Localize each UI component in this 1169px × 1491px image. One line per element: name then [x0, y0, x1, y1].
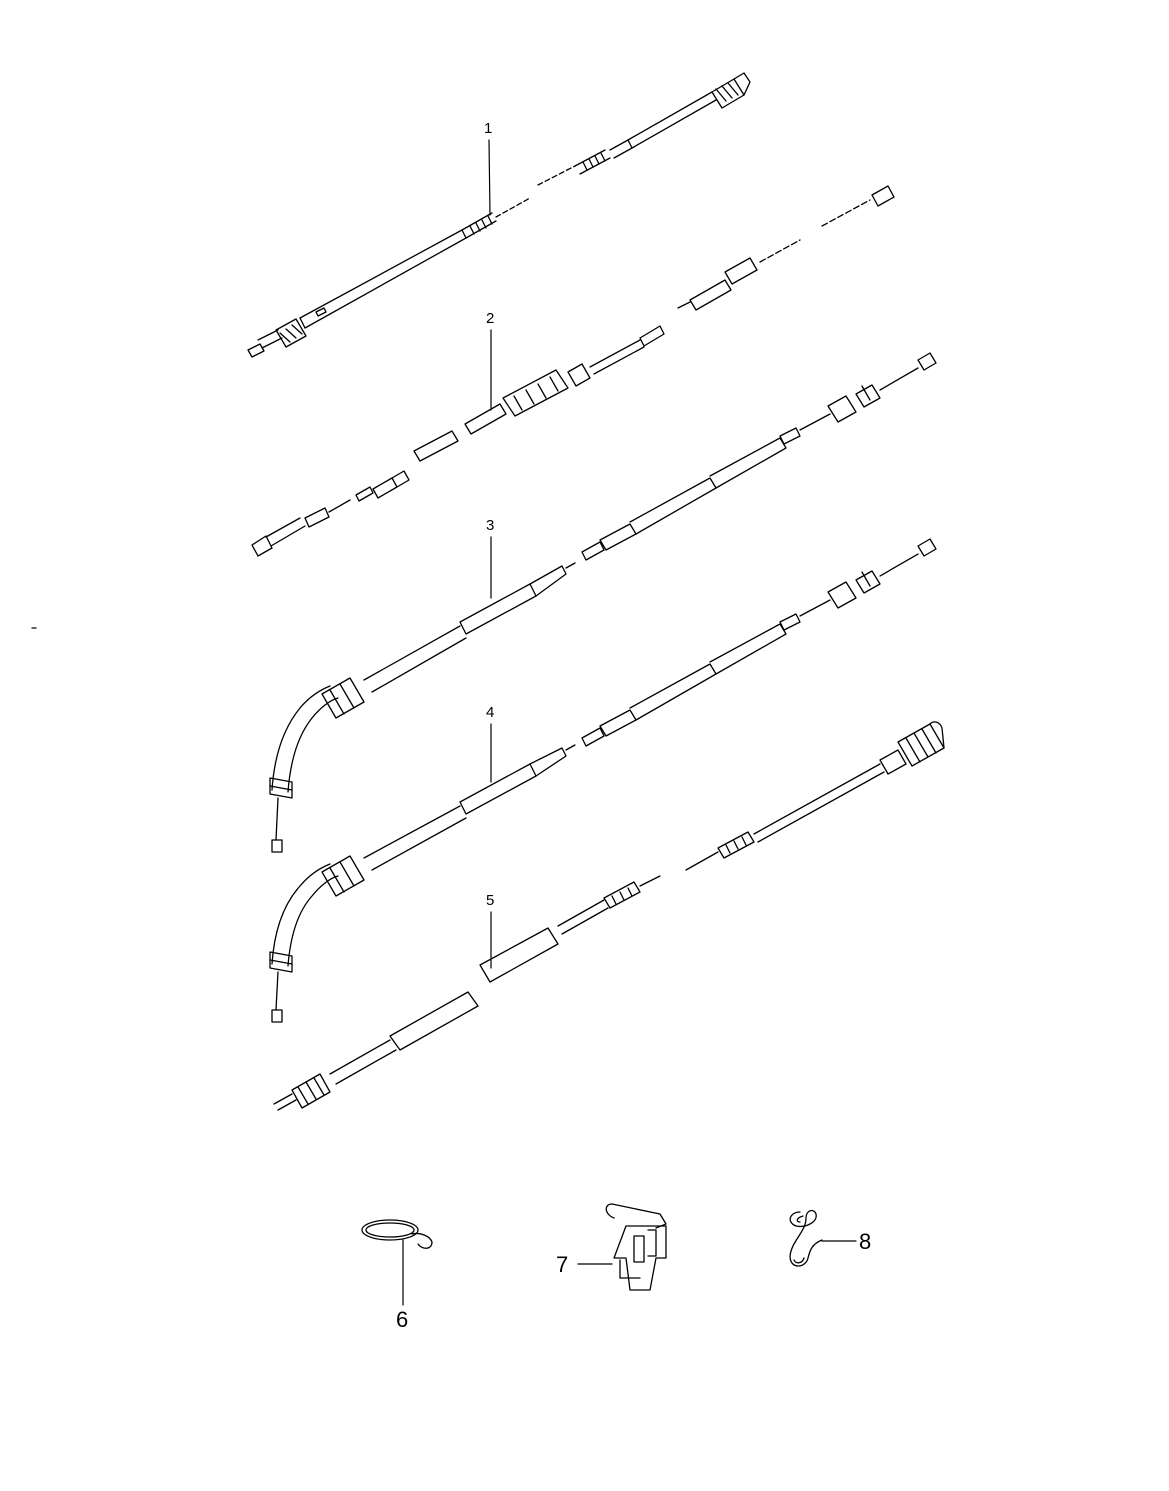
clip-8: [789, 1209, 823, 1267]
callout-7: 7: [556, 1252, 568, 1277]
callout-2: 2: [486, 310, 494, 327]
callout-3: 3: [486, 517, 494, 534]
callout-leaders: [402, 139, 857, 1306]
clamp-6: [361, 1219, 433, 1249]
cable-3: [269, 352, 937, 853]
callout-5: 5: [486, 892, 494, 909]
callout-8: 8: [859, 1229, 871, 1254]
cable-5: [273, 721, 945, 1111]
callout-labels: 1 2 3 4 5 6 7 8: [396, 120, 871, 1332]
cable-1: [247, 72, 751, 358]
callout-1: 1: [484, 120, 492, 137]
callout-6: 6: [396, 1307, 408, 1332]
cable-2: [251, 185, 895, 557]
callout-4: 4: [486, 704, 494, 721]
clip-7: [605, 1203, 667, 1291]
cable-4: [269, 538, 937, 1023]
